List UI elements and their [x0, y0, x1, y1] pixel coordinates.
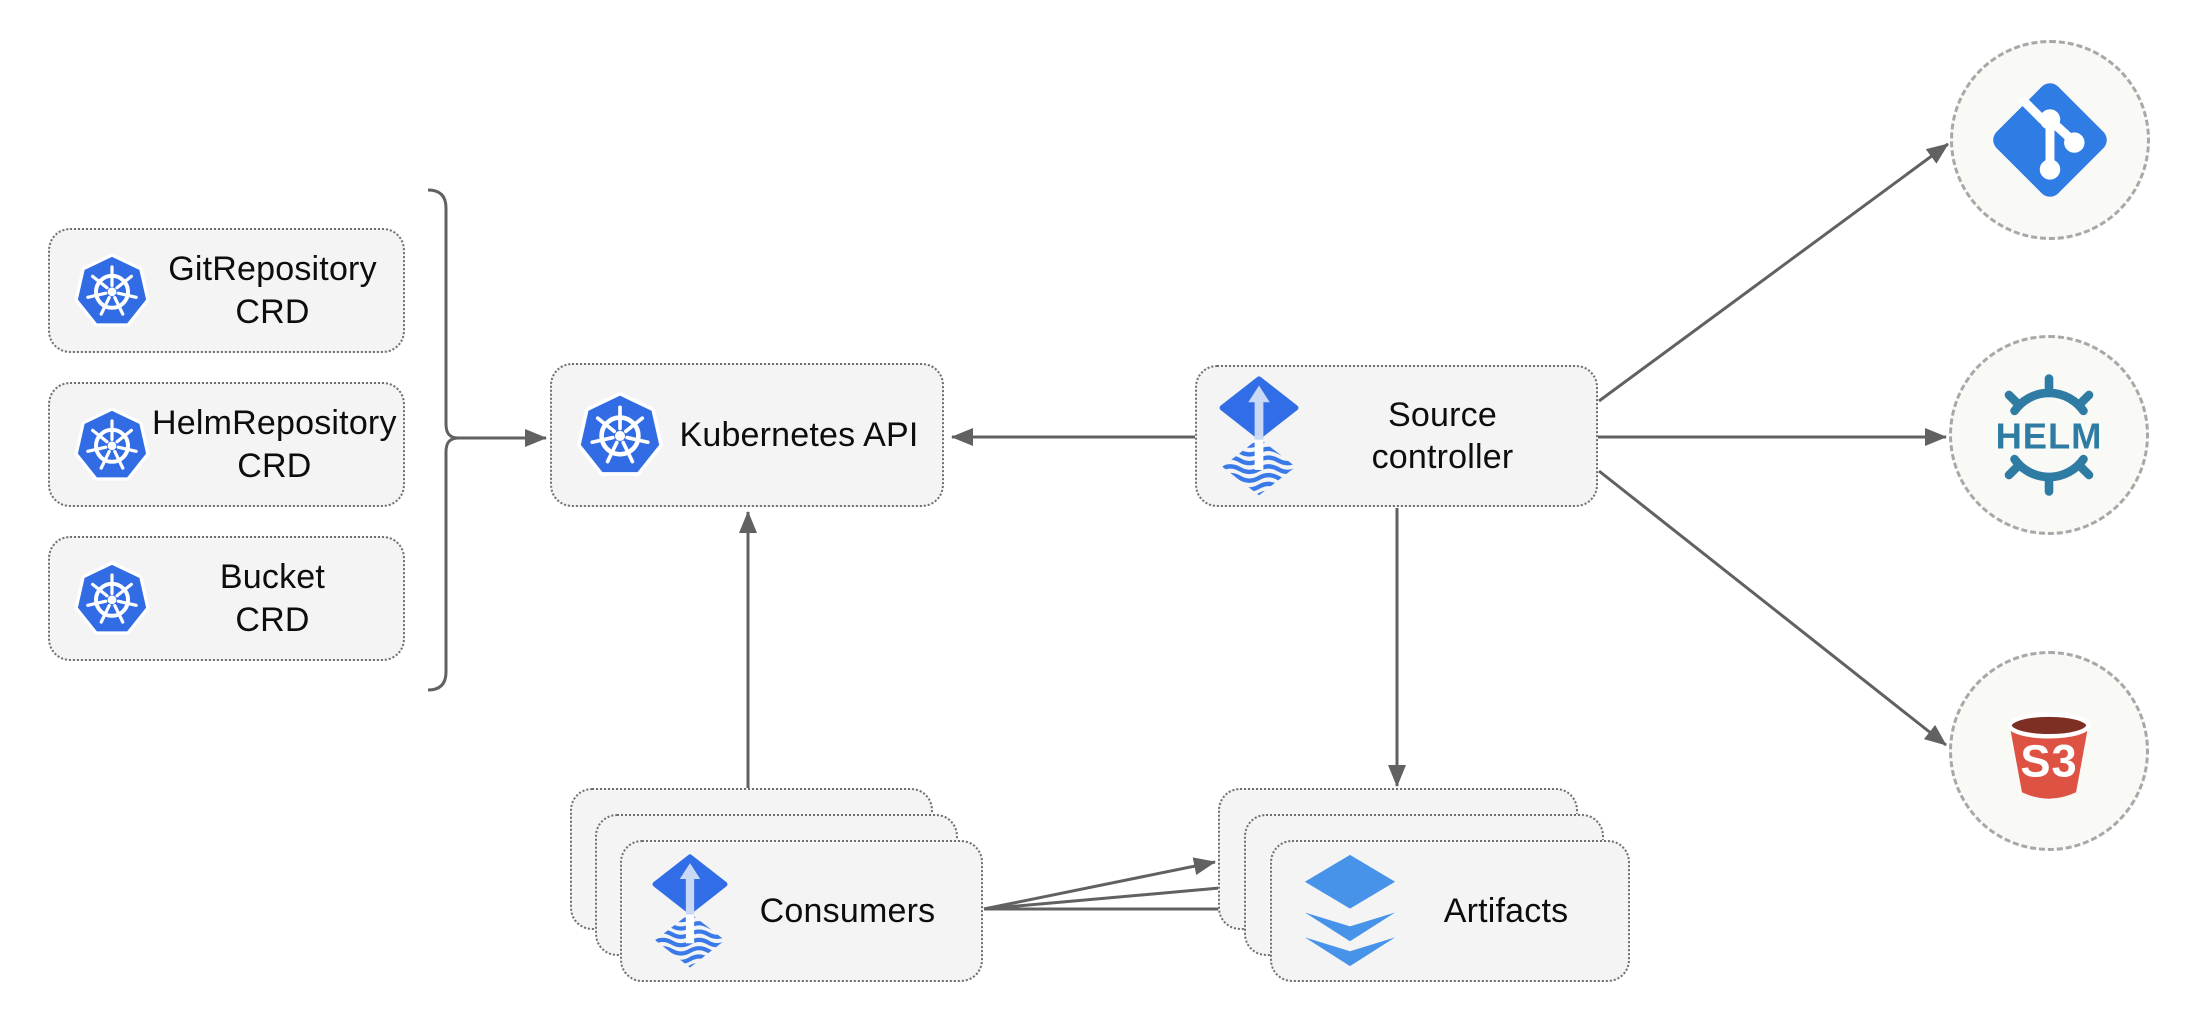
- node-label-line1: Kubernetes API: [679, 415, 919, 454]
- edge-source-to-git: [1598, 142, 1949, 403]
- git-icon: [1986, 76, 2114, 204]
- source-git-repository: [1950, 40, 2150, 240]
- helm-icon: [1982, 368, 2116, 502]
- artifacts-stack: Artifacts: [1218, 788, 1630, 982]
- node-label: HelmRepository CRD: [152, 402, 407, 486]
- node-label-line2: CRD: [235, 600, 310, 639]
- source-s3-bucket: [1949, 651, 2149, 851]
- node-source-controller: Source controller: [1195, 365, 1598, 507]
- node-consumers: Consumers: [620, 840, 983, 982]
- flux-icon: [1219, 376, 1299, 497]
- source-helm-repository: [1949, 335, 2149, 535]
- crd-group-bracket: [427, 188, 460, 692]
- node-label-line1: Source: [1388, 395, 1497, 434]
- edge-consumers-to-artifacts-2: [983, 878, 1243, 911]
- node-label-line1: GitRepository: [168, 250, 377, 289]
- node-kubernetes-api: Kubernetes API: [550, 363, 944, 507]
- kubernetes-icon: [72, 405, 152, 485]
- node-label-line2: CRD: [235, 292, 310, 331]
- kubernetes-icon: [574, 389, 666, 481]
- node-artifacts: Artifacts: [1270, 840, 1630, 982]
- edge-source-to-s3: [1598, 469, 1947, 747]
- node-bucket-crd: Bucket CRD: [48, 536, 405, 661]
- node-gitrepository-crd: GitRepository CRD: [48, 228, 405, 353]
- node-label: GitRepository CRD: [152, 248, 403, 332]
- s3-bucket-icon: [1990, 690, 2108, 812]
- node-label: Kubernetes API: [666, 414, 942, 456]
- layers-icon: [1302, 853, 1398, 970]
- edge-consumers-to-artifacts-1: [983, 857, 1216, 911]
- node-label-line2: CRD: [237, 446, 312, 485]
- flux-icon: [652, 854, 728, 969]
- node-label: Bucket CRD: [152, 556, 403, 640]
- node-label-line2: controller: [1371, 438, 1514, 476]
- node-label-line1: HelmRepository: [152, 404, 397, 443]
- node-helmrepository-crd: HelmRepository CRD: [48, 382, 405, 507]
- node-label: Source controller: [1299, 394, 1596, 478]
- node-label-line1: Bucket: [219, 558, 326, 597]
- node-label: Artifacts: [1443, 891, 1569, 930]
- node-label: Consumers: [759, 891, 936, 930]
- kubernetes-icon: [72, 559, 152, 639]
- consumers-stack: Consumers: [570, 788, 983, 982]
- kubernetes-icon: [72, 251, 152, 331]
